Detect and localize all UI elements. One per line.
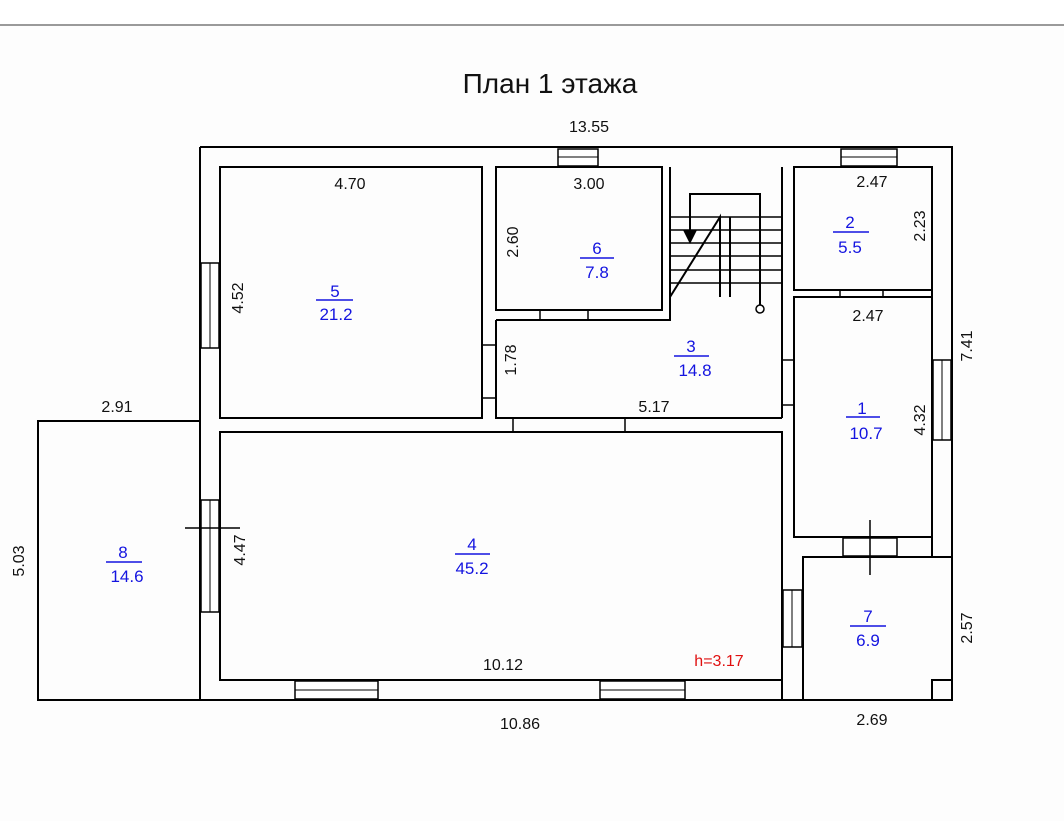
room-labels: 110.7 25.5 314.8 445.2 521.2 67.8 76.9 8…	[106, 213, 886, 650]
dim-room6-width: 3.00	[573, 176, 604, 193]
dim-room3-height: 1.78	[503, 344, 520, 375]
svg-text:6.9: 6.9	[856, 631, 880, 650]
ceiling-height-label: h=3.17	[694, 653, 743, 670]
dim-overall-bottom: 10.86	[500, 716, 540, 733]
svg-text:14.6: 14.6	[110, 567, 143, 586]
room-1-label: 110.7	[846, 399, 883, 443]
dim-room5-height: 4.52	[230, 282, 247, 313]
svg-text:5: 5	[330, 282, 339, 301]
dim-room8-width: 2.91	[101, 399, 132, 416]
svg-text:2: 2	[845, 213, 854, 232]
room-8-label: 814.6	[106, 543, 144, 586]
dim-room1-width: 2.47	[852, 308, 883, 325]
dim-overall-top: 13.55	[569, 119, 609, 136]
dim-room2-width: 2.47	[856, 174, 887, 191]
room-3-label: 314.8	[674, 337, 712, 380]
dim-overall-right: 7.41	[959, 330, 976, 361]
svg-text:3: 3	[686, 337, 695, 356]
room-4-label: 445.2	[455, 535, 490, 578]
top-toolbar-edge	[0, 0, 1064, 26]
dim-room4-height: 4.47	[232, 534, 249, 565]
svg-text:8: 8	[118, 543, 127, 562]
dim-room4-width: 10.12	[483, 657, 523, 674]
svg-text:10.7: 10.7	[849, 424, 882, 443]
dim-room1-height: 4.32	[912, 404, 929, 435]
dim-room3-width: 5.17	[638, 399, 669, 416]
svg-text:21.2: 21.2	[319, 305, 352, 324]
dim-room8-height: 5.03	[11, 545, 28, 576]
room-5-label: 521.2	[316, 282, 353, 324]
svg-text:7.8: 7.8	[585, 263, 609, 282]
windows-doors	[185, 148, 952, 700]
dim-room7-width: 2.69	[856, 712, 887, 729]
walls	[37, 146, 953, 701]
plan-title: План 1 этажа	[463, 68, 638, 99]
svg-text:1: 1	[857, 399, 866, 418]
svg-text:4: 4	[467, 535, 476, 554]
stairs	[669, 193, 782, 314]
room-7-label: 76.9	[850, 607, 886, 650]
dim-room2-height: 2.23	[912, 210, 929, 241]
stair-arrow-icon	[683, 230, 697, 244]
svg-text:45.2: 45.2	[455, 559, 488, 578]
svg-text:7: 7	[863, 607, 872, 626]
dim-room5-width: 4.70	[334, 176, 365, 193]
dimension-labels: 13.55 10.86 7.41 4.70 4.52 3.00 2.60 2.4…	[11, 119, 976, 733]
room-2-label: 25.5	[833, 213, 869, 257]
svg-text:6: 6	[592, 239, 601, 258]
svg-text:14.8: 14.8	[678, 361, 711, 380]
dim-room6-height: 2.60	[505, 226, 522, 257]
room-6-label: 67.8	[580, 239, 614, 282]
svg-text:5.5: 5.5	[838, 238, 862, 257]
dim-room7-height: 2.57	[959, 612, 976, 643]
